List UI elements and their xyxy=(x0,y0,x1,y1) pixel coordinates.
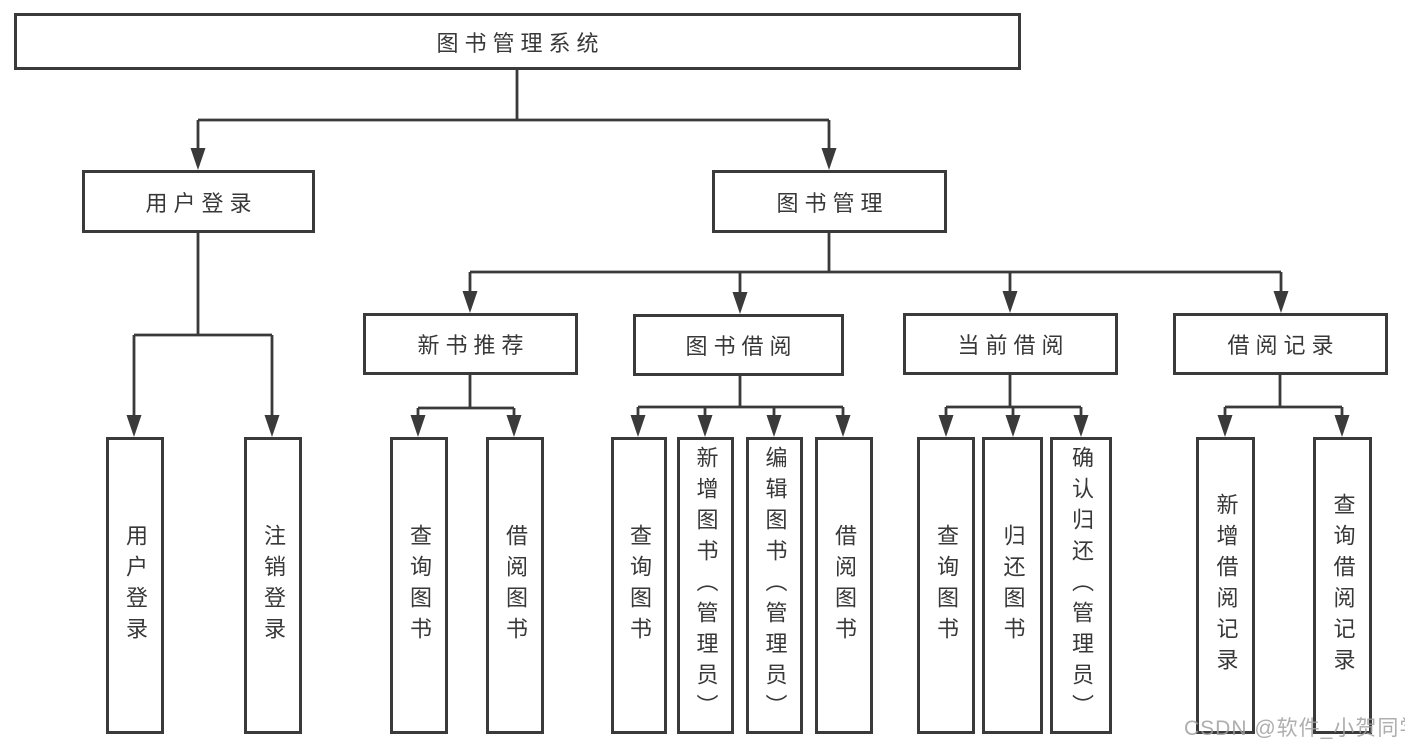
arrowhead-icon xyxy=(1217,415,1233,437)
arrowhead-icon xyxy=(264,415,280,437)
leaf-query-books: 查询图书 xyxy=(917,437,975,734)
node-book-borrowing: 图书借阅 xyxy=(633,314,844,376)
arrowhead-icon xyxy=(1073,415,1089,437)
arrowhead-icon xyxy=(630,415,646,437)
node-book-management: 图书管理 xyxy=(712,170,947,233)
leaf-query-books: 查询图书 xyxy=(611,437,667,734)
edge-book-mgmt xyxy=(468,233,1283,309)
arrowhead-icon xyxy=(410,415,426,437)
leaf-query-borrow-record: 查询借阅记录 xyxy=(1313,437,1372,734)
arrowhead-icon xyxy=(835,415,851,437)
edge-user-login xyxy=(132,233,274,433)
node-root-system: 图书管理系统 xyxy=(14,13,1021,70)
arrowhead-icon xyxy=(821,148,837,170)
arrowhead-icon xyxy=(1334,415,1350,437)
leaf-query-books: 查询图书 xyxy=(390,437,448,734)
edge-new-book-rec xyxy=(416,375,516,433)
arrowhead-icon xyxy=(732,292,748,314)
leaf-edit-book-admin: 编辑图书（管理员） xyxy=(746,437,803,734)
node-borrowing-records: 借阅记录 xyxy=(1173,313,1388,375)
leaf-confirm-return-admin: 确认归还（管理员） xyxy=(1050,437,1112,734)
leaf-logout: 注销登录 xyxy=(244,437,302,734)
leaf-user-login: 用户登录 xyxy=(106,437,164,734)
leaf-return-books: 归还图书 xyxy=(982,437,1043,734)
arrowhead-icon xyxy=(190,148,206,170)
csdn-watermark: CSDN @软件_小贺同学 xyxy=(1184,717,1405,740)
leaf-add-borrow-record: 新增借阅记录 xyxy=(1196,437,1255,734)
edge-book-borrow xyxy=(636,376,845,433)
arrowhead-icon xyxy=(697,415,713,437)
node-current-borrowing: 当前借阅 xyxy=(903,313,1118,375)
arrowhead-icon xyxy=(126,415,142,437)
arrowhead-icon xyxy=(766,415,782,437)
arrowhead-icon xyxy=(1002,291,1018,313)
arrowhead-icon xyxy=(1005,415,1021,437)
edge-root xyxy=(196,70,831,166)
edge-borrow-record xyxy=(1223,375,1344,433)
arrowhead-icon xyxy=(1273,291,1289,313)
leaf-borrow-books: 借阅图书 xyxy=(815,437,873,734)
node-user-login: 用户登录 xyxy=(82,170,315,233)
arrowhead-icon xyxy=(462,291,478,313)
arrowhead-icon xyxy=(938,415,954,437)
arrowhead-icon xyxy=(506,415,522,437)
leaf-borrow-books: 借阅图书 xyxy=(486,437,544,734)
leaf-add-book-admin: 新增图书（管理员） xyxy=(677,437,734,734)
node-new-book-recommend: 新书推荐 xyxy=(363,313,578,375)
